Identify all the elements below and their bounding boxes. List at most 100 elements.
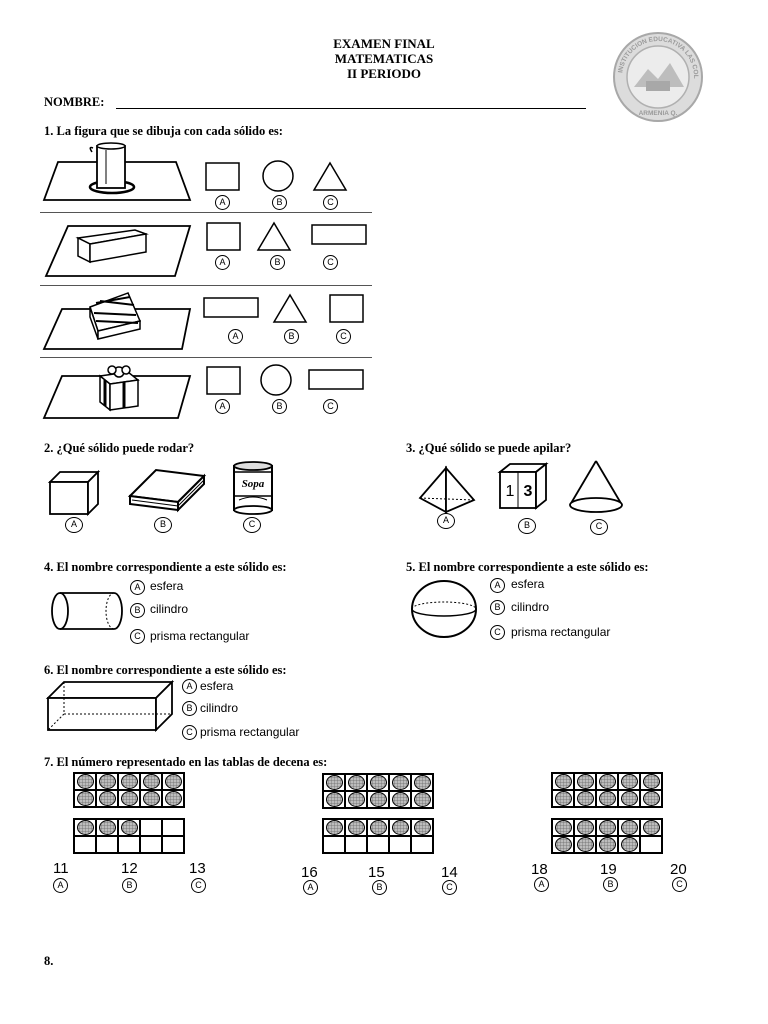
q1-row1-option-b[interactable]: B [272,195,287,210]
q2-option-b[interactable]: B [154,517,172,533]
q6-option-c-label: prisma rectangular [200,725,300,739]
ten-frame-cell [74,836,96,853]
ten-frame-cell [367,791,389,808]
q4-option-c-circle[interactable]: C [130,629,145,644]
q6-option-a-circle[interactable]: A [182,679,197,694]
q3-option-a[interactable]: A [437,513,455,529]
q1-row2-option-b[interactable]: B [270,255,285,270]
ten-frame-cell [118,836,140,853]
counter-dot [620,820,638,835]
q6-option-c-circle[interactable]: C [182,725,197,740]
counter-dot [391,775,409,790]
q7-g2-answer-a[interactable]: A [303,880,318,895]
q5-option-c-label: prisma rectangular [511,625,611,639]
counter-dot [347,820,365,835]
ten-frame-cell [140,773,162,790]
counter-dot [325,792,343,807]
q1-row3-option-a[interactable]: A [228,329,243,344]
exam-title: EXAMEN FINAL [333,36,435,51]
counter-dot [76,820,94,835]
q7-g1-answer-b[interactable]: B [122,878,137,893]
ten-frame-cell [552,819,574,836]
q2-option-a[interactable]: A [65,517,83,533]
q4-option-b-label: cilindro [150,602,189,616]
q2-option-c[interactable]: C [243,517,261,533]
ten-frame-cell [323,819,345,836]
name-field[interactable] [116,108,586,109]
q5-option-a-label: esfera [511,577,545,591]
ten-frame-cell [411,774,433,791]
q7-g1-answer-c[interactable]: C [191,878,206,893]
q4-option-b-circle[interactable]: B [130,603,145,618]
q4-option-a-label: esfera [150,579,184,593]
gift-icon [42,365,192,419]
triangle-shape-3 [272,293,308,323]
q1-row1-option-a[interactable]: A [215,195,230,210]
ten-frame-cell [74,819,96,836]
counter-dot [391,792,409,807]
q7-g1-answer-c-number: 13 [189,860,206,877]
ten-frame-cell [118,819,140,836]
counter-dot [164,791,182,806]
question-6: 6. El nombre correspondiente a este sóli… [44,663,287,677]
ten-frame-cell [96,836,118,853]
q1-row4-option-a[interactable]: A [215,399,230,414]
counter-dot [413,820,431,835]
q7-g3-answer-b-number: 19 [600,861,617,878]
question-3: 3. ¿Qué sólido se puede apilar? [406,441,572,455]
ten-frame-cell [96,819,118,836]
ten-frame-cell [96,790,118,807]
ten-frame-cell [162,819,184,836]
rectangle-shape-3 [203,297,259,318]
q1-row2-option-a[interactable]: A [215,255,230,270]
ten-frame-cell [596,790,618,807]
q3-option-b[interactable]: B [518,518,536,534]
q3-option-c[interactable]: C [590,519,608,535]
counter-dot [554,774,572,789]
ten-frame-cell [389,774,411,791]
counter-dot [576,820,594,835]
q1-row4-option-c[interactable]: C [323,399,338,414]
q7-g2-answer-c[interactable]: C [442,880,457,895]
counter-dot [554,791,572,806]
ten-frame-cell [618,836,640,853]
q5-option-a-circle[interactable]: A [490,578,505,593]
q7-g3-answer-a[interactable]: A [534,877,549,892]
q1-row4-option-b[interactable]: B [272,399,287,414]
q1-row1-option-c[interactable]: C [323,195,338,210]
q1-row2-option-c[interactable]: C [323,255,338,270]
ten-frame-cell [411,819,433,836]
counter-dot [413,792,431,807]
rectangular-prism-icon [45,679,175,733]
circle-shape-4 [260,364,292,396]
ten-frame-cell [140,790,162,807]
q1-row3-option-b[interactable]: B [284,329,299,344]
divider [40,212,372,213]
q7-g3-answer-b[interactable]: B [603,877,618,892]
can-icon: Sopa [233,461,273,515]
counter-dot [554,837,572,852]
divider [40,285,372,286]
ten-frame-cell [323,836,345,853]
q7-g2-answer-c-number: 14 [441,864,458,881]
counter-dot [598,774,616,789]
q5-option-b-circle[interactable]: B [490,600,505,615]
counter-dot [98,774,116,789]
q6-option-b-circle[interactable]: B [182,701,197,716]
ten-frame [551,818,663,854]
q1-row3-option-c[interactable]: C [336,329,351,344]
counter-dot [620,774,638,789]
q7-g1-answer-a[interactable]: A [53,878,68,893]
q7-g3-answer-c[interactable]: C [672,877,687,892]
q7-g1-answer-a-number: 11 [53,860,69,877]
ten-frame-cell [596,773,618,790]
counter-dot [642,791,660,806]
ten-frame [322,773,434,809]
counter-dot [164,774,182,789]
q7-g2-answer-b[interactable]: B [372,880,387,895]
rectangle-shape-4 [308,369,364,390]
ten-frame-cell [162,773,184,790]
q4-option-a-circle[interactable]: A [130,580,145,595]
ten-frame-cell [552,773,574,790]
q5-option-c-circle[interactable]: C [490,625,505,640]
